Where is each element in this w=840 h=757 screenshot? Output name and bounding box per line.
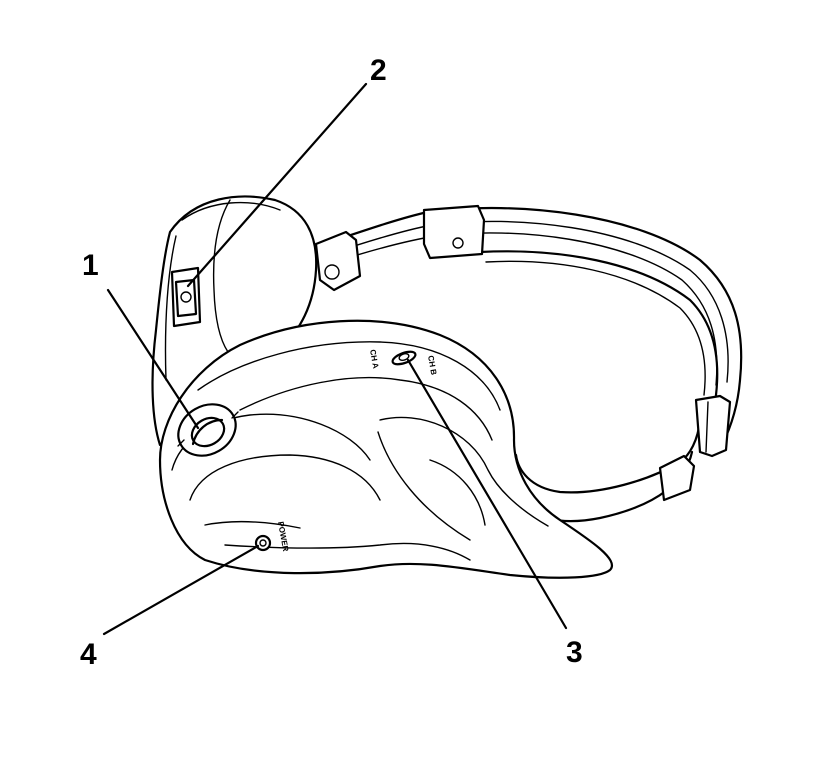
- ch-b-label: CH B: [426, 355, 438, 376]
- callout-3: 3: [566, 636, 583, 669]
- front-earcup: CH A CH B POWER: [158, 319, 613, 579]
- headband: [310, 204, 743, 523]
- channel-switch: CH A CH B: [368, 349, 438, 376]
- leader-lines: [102, 82, 568, 636]
- leader-line-4: [102, 544, 260, 636]
- leader-line-3: [406, 358, 568, 630]
- callout-4: 4: [80, 638, 97, 671]
- volume-knob: [177, 403, 239, 457]
- rear-switch: [170, 266, 202, 328]
- leader-line-2: [186, 82, 368, 288]
- callout-2: 2: [370, 54, 387, 87]
- ch-a-label: CH A: [368, 349, 380, 370]
- callout-1: 1: [82, 249, 99, 282]
- leader-line-1: [106, 288, 200, 430]
